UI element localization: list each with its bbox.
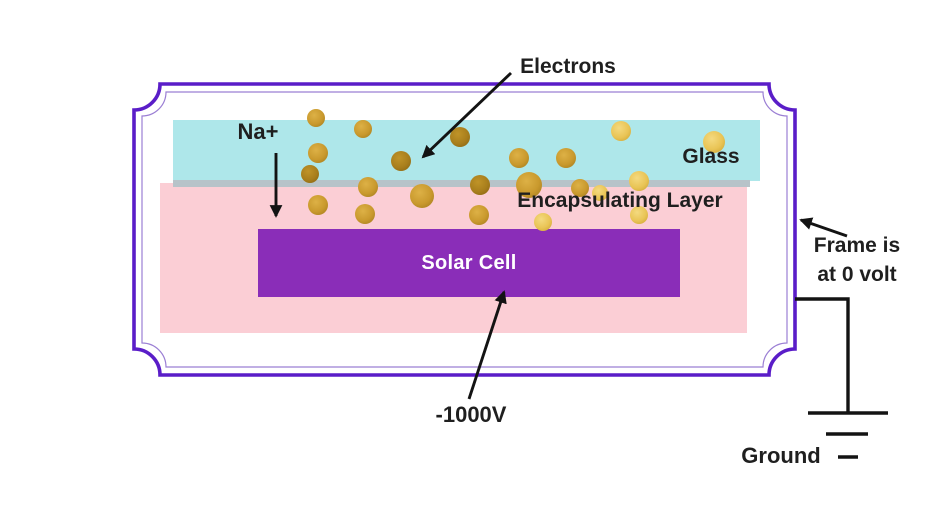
encapsulating-layer-label: Encapsulating Layer <box>517 189 723 212</box>
glass-label: Glass <box>682 145 740 168</box>
particle-dot <box>391 151 411 171</box>
particle-dot <box>470 175 490 195</box>
particle-dot <box>629 171 649 191</box>
voltage-label: -1000V <box>435 402 507 427</box>
electrons-label: Electrons <box>520 55 616 78</box>
particle-dot <box>450 127 470 147</box>
particle-dot <box>307 109 325 127</box>
particle-dot <box>534 213 552 231</box>
particle-dot <box>308 195 328 215</box>
particle-dot <box>611 121 631 141</box>
particle-dot <box>410 184 434 208</box>
particle-dot <box>308 143 328 163</box>
frame-note-label: Frame is at 0 volt <box>814 231 900 289</box>
na-ion-label: Na+ <box>237 119 279 144</box>
particle-dot <box>358 177 378 197</box>
ground-label: Ground <box>741 443 821 468</box>
particle-dot <box>469 205 489 225</box>
frame-note-line2: at 0 volt <box>817 263 897 286</box>
particle-dot <box>301 165 319 183</box>
particle-dot <box>509 148 529 168</box>
particle-dot <box>556 148 576 168</box>
particle-dot <box>354 120 372 138</box>
frame-note-line1: Frame is <box>813 234 901 257</box>
particle-dot <box>355 204 375 224</box>
